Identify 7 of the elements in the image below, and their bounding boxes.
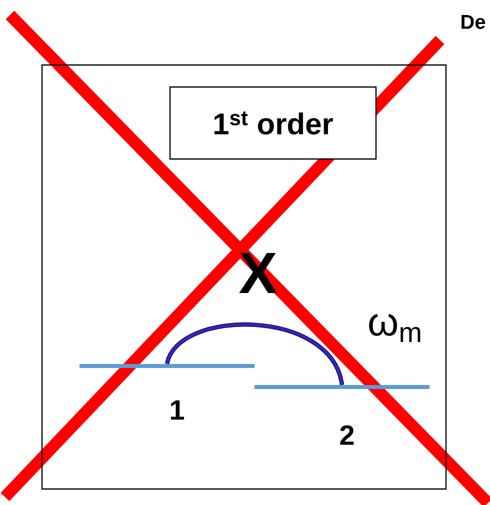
frame-box xyxy=(41,64,447,490)
level-number: 2 xyxy=(340,425,354,445)
heading-text: De xyxy=(462,15,486,29)
transition-arc xyxy=(165,322,344,386)
frequency-symbol: ω$_{m}$ xyxy=(369,314,420,342)
level-number: 1 xyxy=(170,400,184,420)
order-box: 1$^{st}$ order xyxy=(169,86,377,160)
